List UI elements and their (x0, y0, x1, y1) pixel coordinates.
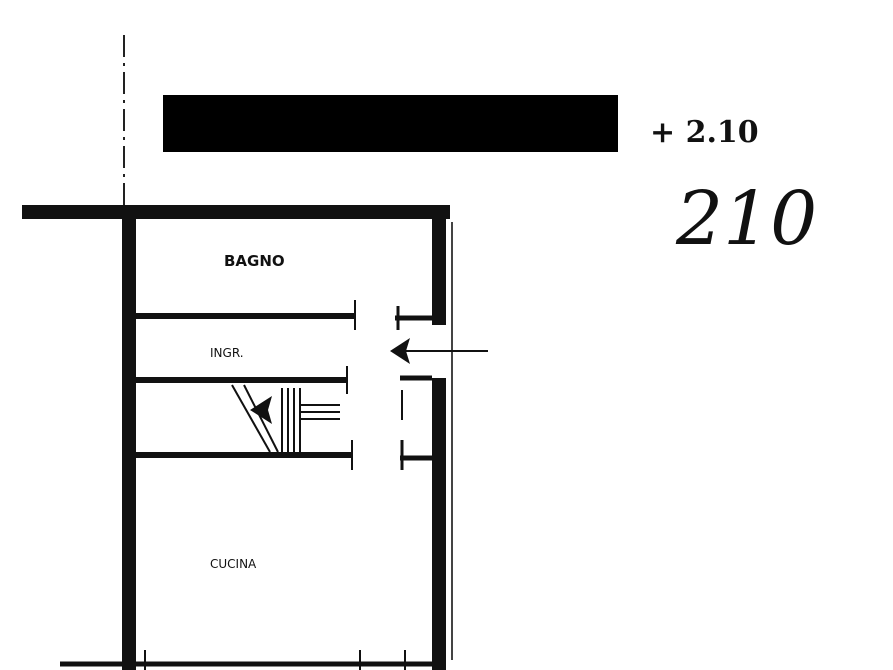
room-label-bottom: CUCINA (210, 557, 257, 571)
room-label-top: BAGNO (224, 252, 285, 270)
page-number: 210 (675, 176, 817, 262)
right-wall-upper (432, 205, 446, 325)
redaction-bar (163, 95, 618, 152)
stair-direction-arrow (250, 396, 272, 424)
entrance-arrow-icon (390, 338, 410, 364)
left-wall (122, 205, 136, 670)
room-label-middle: INGR. (210, 346, 244, 360)
top-wall (22, 205, 450, 219)
right-wall-lower (432, 378, 446, 670)
staircase-icon (231, 384, 340, 453)
level-annotation: + 2.10 (650, 115, 759, 150)
